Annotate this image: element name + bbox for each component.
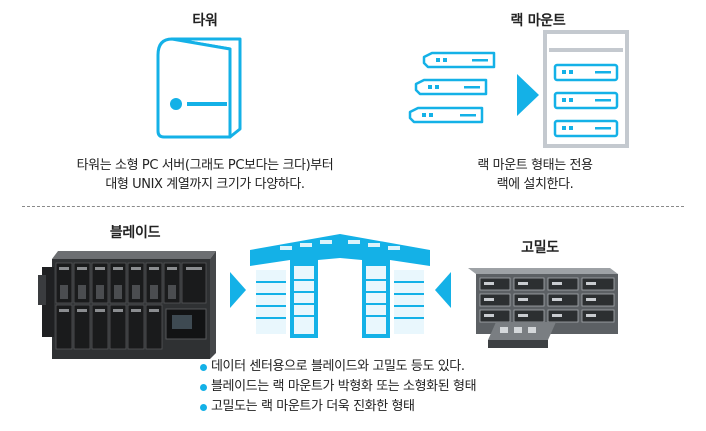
tower-server-icon [156,37,242,139]
bullet-dot-icon [200,383,207,391]
arrow-left-icon [435,272,451,308]
rack-caption: 랙 마운트 형태는 전용 랙에 설치한다. [430,156,640,194]
arrow-right-icon [230,272,246,308]
rack-caption-line-1: 랙 마운트 형태는 전용 [477,158,593,173]
bullet-text: 데이터 센터용으로 블레이드와 고밀도 등도 있다. [211,359,465,374]
bullet-dot-icon [200,403,207,411]
rack-cabinet-icon [543,30,629,148]
rack-units-icon [408,51,496,124]
summary-bullet-list: 데이터 센터용으로 블레이드와 고밀도 등도 있다. 블레이드는 랙 마운트가 … [200,357,477,417]
tower-caption: 타워는 소형 PC 서버(그래도 PC보다는 크다)부터 대형 UNIX 계열까… [30,156,380,194]
bullet-text: 블레이드는 랙 마운트가 박형화 또는 소형화된 형태 [211,379,477,394]
blade-server-photo [38,251,216,359]
high-density-server-photo [468,268,618,348]
tower-caption-line-2: 대형 UNIX 계열까지 크기가 다양하다. [105,177,305,192]
data-center-illustration [250,234,430,338]
bullet-item: 고밀도는 랙 마운트가 더욱 진화한 형태 [200,397,476,417]
bullet-item: 데이터 센터용으로 블레이드와 고밀도 등도 있다. [200,357,476,377]
tower-caption-line-1: 타워는 소형 PC 서버(그래도 PC보다는 크다)부터 [76,158,334,173]
bullet-dot-icon [200,363,207,371]
tower-title: 타워 [192,13,218,29]
section-divider [22,206,684,207]
rack-caption-line-2: 랙에 설치한다. [496,177,574,192]
rack-mount-title: 랙 마운트 [510,13,566,29]
bullet-text: 고밀도는 랙 마운트가 더욱 진화한 형태 [211,399,415,414]
bullet-item: 블레이드는 랙 마운트가 박형화 또는 소형화된 형태 [200,377,477,397]
high-density-title: 고밀도 [521,240,559,256]
blade-title: 블레이드 [109,225,161,241]
arrow-right-icon [517,74,539,116]
